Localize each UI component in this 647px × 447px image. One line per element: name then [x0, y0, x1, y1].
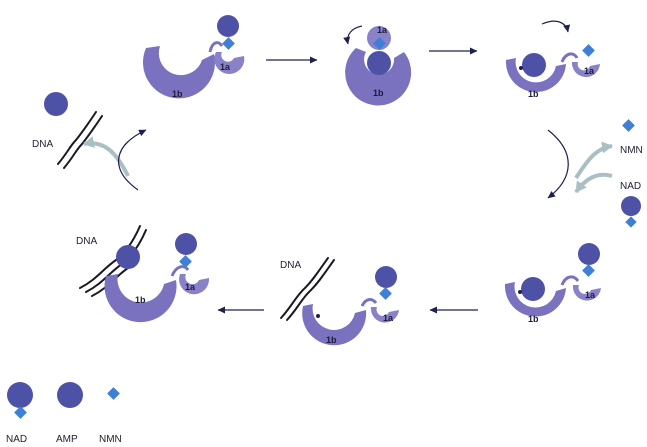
label-1a: 1a: [383, 313, 394, 323]
label-1a: 1a: [584, 66, 595, 76]
label-1b: 1b: [135, 295, 146, 305]
nmn-diamond: [222, 37, 235, 50]
dna-label: DNA: [280, 260, 301, 271]
amp-sphere: [522, 53, 546, 77]
rotation-arrow: [348, 26, 362, 44]
cycle-arrow-left: [119, 130, 146, 190]
step-5-dna-bound: DNA 1b 1a: [280, 258, 399, 345]
covalent-bond: [519, 66, 523, 70]
nad-sphere: [175, 233, 197, 255]
nad-label: NAD: [620, 181, 641, 192]
nmn-diamond: [622, 119, 635, 132]
nad-sphere: [7, 382, 33, 408]
step-6-adenylated-dna: DNA 1b 1a: [76, 226, 209, 322]
linker: [362, 300, 376, 306]
step-3-adenylated: 1b 1a: [506, 21, 600, 99]
dna-strand-icon: [58, 112, 102, 168]
step-1-open-complex: 1b 1a: [143, 15, 244, 99]
label-1a: 1a: [220, 62, 231, 72]
nad-sphere: [578, 243, 600, 265]
rotation-arrow: [542, 21, 568, 32]
linker: [562, 277, 578, 285]
legend-amp-label: AMP: [56, 434, 78, 445]
dna-label: DNA: [76, 236, 97, 247]
nmn-diamond: [14, 406, 27, 419]
amp-sphere: [116, 245, 140, 269]
amp-sphere: [44, 92, 68, 116]
nmn-label: NMN: [620, 145, 643, 156]
step-4-recharged: 1b 1a: [505, 243, 601, 324]
nmn-diamond: [107, 387, 120, 400]
dna-label: DNA: [32, 139, 53, 150]
legend-nmn: NMN: [99, 387, 122, 445]
nmn-diamond: [582, 44, 595, 57]
nmn-diamond: [379, 287, 392, 300]
label-1a: 1a: [185, 282, 196, 292]
amp-sphere: [57, 382, 83, 408]
label-1b: 1b: [528, 314, 539, 324]
step-2-closed-complex: 1a 1b: [345, 25, 411, 105]
cycle-arrow-right: [548, 130, 568, 198]
legend-nad-label: NAD: [6, 434, 27, 445]
legend: NAD AMP NMN: [6, 382, 122, 445]
exchange-arrow-nad-in: [576, 175, 612, 192]
covalent-bond: [518, 290, 522, 294]
nad-sphere: [217, 15, 239, 37]
nad-nmn-exchange: NMN NAD: [548, 119, 643, 228]
covalent-bond: [316, 314, 320, 318]
legend-nad: NAD: [6, 382, 33, 445]
label-1b: 1b: [172, 89, 183, 99]
nad-sphere: [367, 51, 391, 75]
amp-sphere: [521, 277, 545, 301]
legend-amp: AMP: [56, 382, 83, 445]
nad-sphere: [621, 196, 641, 216]
linker: [210, 43, 222, 52]
nad-sphere: [375, 266, 397, 288]
label-1a: 1a: [585, 290, 596, 300]
label-1b: 1b: [528, 89, 539, 99]
nmn-diamond: [582, 264, 595, 277]
nmn-diamond: [625, 216, 636, 227]
label-1b: 1b: [326, 335, 337, 345]
linker: [562, 54, 577, 62]
label-1a: 1a: [377, 25, 388, 35]
label-1b: 1b: [373, 88, 384, 98]
dna-release: DNA: [32, 92, 146, 190]
legend-nmn-label: NMN: [99, 434, 122, 445]
